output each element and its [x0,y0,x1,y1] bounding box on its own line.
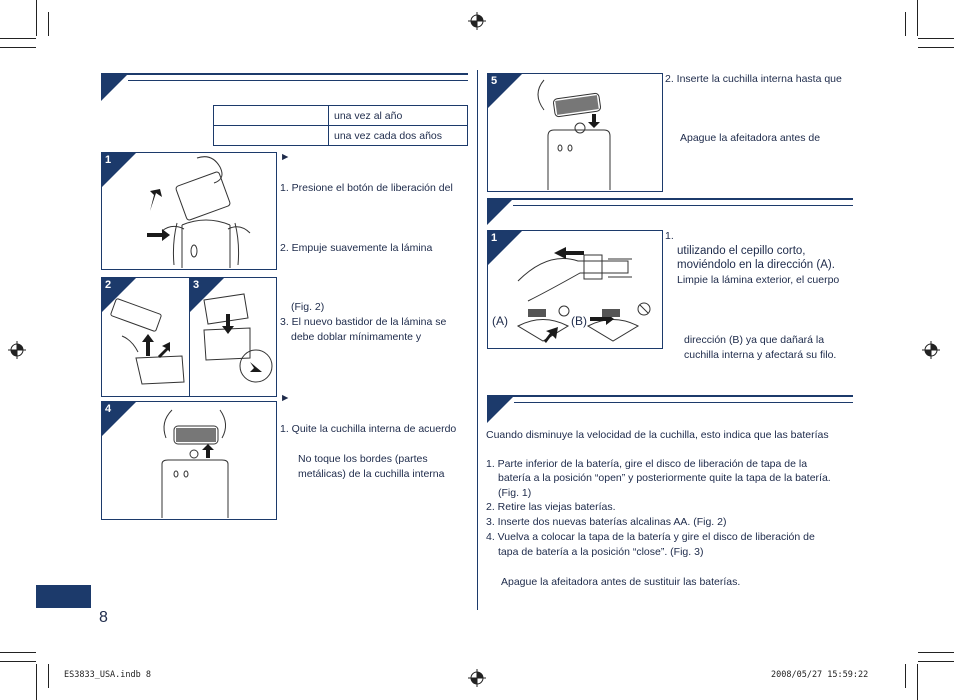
caution-text: Apague la afeitadora antes de [680,132,821,144]
figure-number: 4 [105,403,112,415]
battery-step: 4. Vuelva a colocar la tapa de la baterí… [486,531,815,543]
shaver-foil-illustration [147,156,251,268]
caution-text: No toque los bordes (partes [298,453,428,465]
insert-blade-illustration [537,79,611,190]
page-tab [36,585,91,608]
instruction-text: utilizando el cepillo corto, [677,245,806,257]
instruction-step: 1. [665,230,674,242]
crop-mark [48,664,49,688]
section-header-rule [128,80,468,81]
caution-text: metálicas) de la cuchilla interna [298,468,445,480]
registration-mark-icon [468,12,486,30]
crop-mark [918,38,954,39]
replacement-table: una vez al año una vez cada dos años [213,105,468,146]
registration-mark-icon [922,341,940,359]
battery-step: 1. Parte inferior de la batería, gire el… [486,458,808,470]
table-cell [213,105,329,126]
table-row: una vez al año [213,105,468,126]
figure-insert-blade: 5 [487,73,663,192]
battery-step: 3. Inserte dos nuevas baterías alcalinas… [486,516,727,528]
inner-blade-illustration [161,409,229,518]
warning-text: cuchilla interna y afectará su filo. [684,349,837,361]
footer-file: ES3833_USA.indb 8 [64,670,151,680]
figure-number: 5 [491,75,498,87]
crop-mark [36,664,37,700]
crop-mark [905,664,906,688]
column-divider [477,70,478,610]
instruction-step: 1. Presione el botón de liberación del [280,182,453,194]
crop-mark [0,38,36,39]
crop-mark [36,0,37,36]
table-row: una vez cada dos años [213,125,468,146]
direction-label-a: (A) [492,314,508,328]
section-header-marker [487,395,515,423]
section-header-rule [487,198,853,200]
warning-text: dirección (B) ya que dañará la [684,334,825,346]
figure-remove-foil: 1 [101,152,277,270]
table-cell: una vez cada dos años [328,125,468,146]
section-header-rule [101,73,468,75]
section-arrow: ► [280,151,291,163]
crop-mark [917,664,918,700]
registration-mark-icon [8,341,26,359]
crop-mark [918,47,954,48]
battery-intro: Cuando disminuye la velocidad de la cuch… [486,429,829,441]
crop-mark [918,652,954,653]
figure-number: 3 [193,279,200,291]
figure-number: 2 [105,279,112,291]
crop-mark [0,47,36,48]
crop-mark [905,12,906,36]
crop-mark [917,0,918,36]
instruction-step: 1. Quite la cuchilla interna de acuerdo [280,423,457,435]
direction-label-b: (B) [571,314,587,328]
table-cell: una vez al año [328,105,468,126]
instruction-step: 2. Inserte la cuchilla interna hasta que [665,73,842,85]
figure-clean-foil: 1 (A) (B) [487,230,663,349]
instruction-step: 2. Empuje suavemente la lámina [280,242,433,254]
battery-step: tapa de batería a la posición “close”. (… [498,546,704,558]
instruction-step: 3. El nuevo bastidor de la lámina se [280,316,447,328]
instruction-text: Limpie la lámina exterior, el cuerpo [677,274,840,286]
caution-text: Apague la afeitadora antes de sustituir … [501,576,741,588]
page-number: 8 [99,609,108,626]
figure-remove-blade: 4 [101,401,277,520]
registration-mark-icon [468,669,486,687]
figure-foil-frame: 2 [101,277,191,397]
battery-step: (Fig. 1) [498,487,532,499]
figure-number: 1 [491,232,498,244]
section-arrow: ► [280,392,291,404]
section-header-rule [514,402,853,403]
crop-mark [918,661,954,662]
section-header-rule [487,395,853,397]
instruction-step: debe doblar mínimamente y [291,331,422,343]
foil-insert-illustration [203,293,273,383]
crop-mark [0,652,36,653]
instruction-text: moviéndolo en la dirección (A). [677,259,835,271]
footer-date: 2008/05/27 15:59:22 [771,670,869,680]
crop-mark [48,12,49,36]
figure-reference: (Fig. 2) [291,301,325,313]
figure-number: 1 [105,154,112,166]
figure-foil-insert: 3 [189,277,277,397]
table-cell [213,125,329,146]
battery-step: 2. Retire las viejas baterías. [486,501,616,513]
cleaning-brush-illustration [516,247,651,343]
section-header-marker [487,198,514,225]
crop-mark [0,661,36,662]
section-header-rule [513,205,853,206]
section-header-marker [101,73,129,101]
battery-step: batería a la posición “open” y posterior… [498,472,831,484]
